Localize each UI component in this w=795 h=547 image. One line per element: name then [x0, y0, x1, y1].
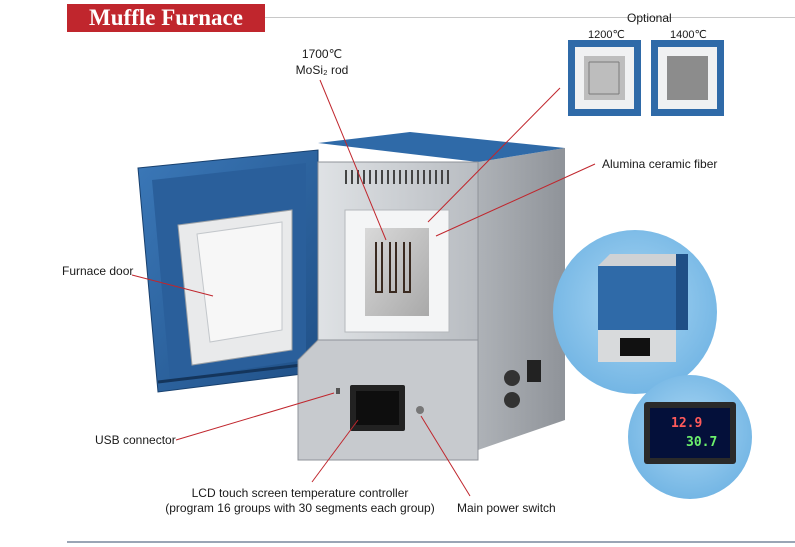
- power-switch: [416, 406, 424, 414]
- usb-port: [336, 388, 340, 394]
- optional-chamber-1400: [651, 40, 724, 116]
- optional-chamber-1200: [568, 40, 641, 116]
- controller-reading-top: 12.9: [671, 416, 703, 431]
- controller-reading-bottom: 30.7: [686, 435, 718, 450]
- furnace-door-label: Furnace door: [62, 264, 134, 278]
- rod-name-label: MoSi₂ rod: [295, 63, 349, 77]
- controller-closeup-bubble: [628, 375, 752, 499]
- lcd-label-line2: (program 16 groups with 30 segments each…: [165, 501, 435, 515]
- leader-lines: [131, 79, 596, 497]
- bottom-divider: [67, 541, 795, 543]
- furnace-chamber: [344, 209, 450, 333]
- furnace-top: [318, 132, 565, 162]
- top-divider: [265, 17, 795, 18]
- optional-label: Optional: [627, 11, 672, 25]
- alumina-label: Alumina ceramic fiber: [602, 157, 718, 171]
- usb-label: USB connector: [95, 433, 176, 447]
- power-switch-label: Main power switch: [457, 501, 556, 515]
- option-1400-label: 1400℃: [670, 29, 707, 41]
- compact-furnace-bubble: [553, 230, 717, 394]
- vent-slots: [345, 170, 449, 184]
- page-title: Muffle Furnace: [67, 4, 265, 32]
- rod-temp-label: 1700℃: [301, 47, 343, 61]
- furnace-door: [137, 149, 319, 393]
- lcd-label-line1: LCD touch screen temperature controller: [191, 486, 409, 500]
- option-1200-label: 1200℃: [588, 29, 625, 41]
- furnace-side-panel: [478, 148, 565, 450]
